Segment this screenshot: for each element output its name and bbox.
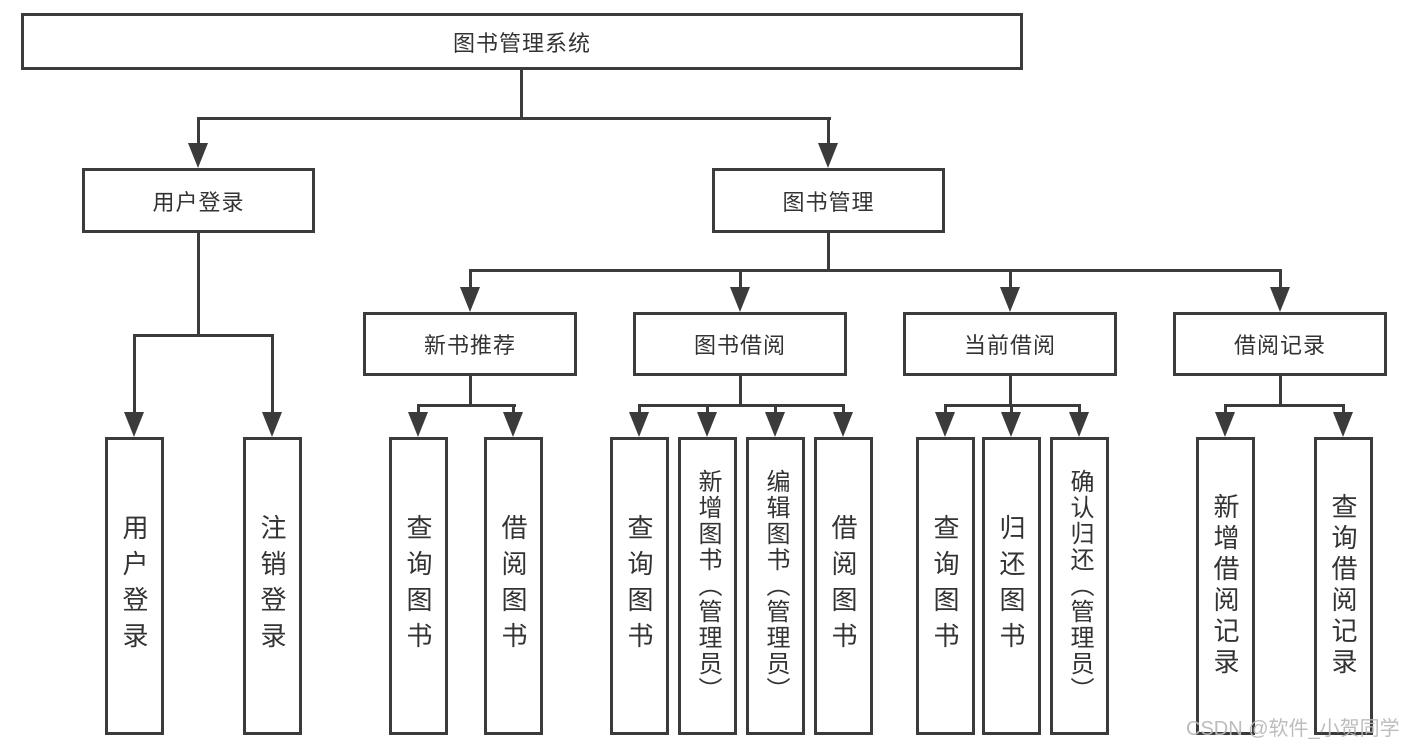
arrowhead-leaf-cur-confirm — [1069, 412, 1089, 437]
leaf-borrowing-query-books: 查询图书 — [610, 437, 669, 735]
arrowhead-leaf-bor-add — [697, 412, 717, 437]
connector-borrowing-stem — [739, 269, 742, 291]
arrowhead-book-mgmt — [818, 143, 838, 168]
arrowhead-leaf-login — [124, 412, 144, 437]
connector-borrowing-branch-stem — [739, 376, 742, 407]
connector-leaf-recadd-stem — [1224, 404, 1227, 416]
leaf-recommend-borrow-books: 借阅图书 — [484, 437, 543, 735]
arrowhead-leaf-bor-edit — [765, 412, 785, 437]
node-book-management-label: 图书管理 — [782, 189, 875, 215]
connector-user-branch-stem — [197, 233, 200, 337]
arrowhead-leaf-recquery — [1333, 412, 1353, 437]
node-book-borrowing-label: 图书借阅 — [693, 333, 786, 358]
node-book-management: 图书管理 — [712, 168, 945, 233]
arrowhead-leaf-rec-query — [408, 412, 428, 437]
connector-borrowing-branch-rail — [638, 404, 845, 407]
connector-leaf-cur-query-stem — [944, 404, 947, 416]
node-current-borrowing-label: 当前借阅 — [963, 333, 1056, 358]
connector-mgmt-stem — [827, 233, 830, 272]
connector-records-branch-stem — [1279, 376, 1282, 407]
node-borrowing-records-label: 借阅记录 — [1233, 333, 1326, 358]
connector-book-mgmt-stem — [827, 117, 830, 145]
leaf-current-confirm-return-admin-label: 确认归还（管理员） — [1066, 469, 1093, 703]
connector-records-stem — [1279, 269, 1282, 291]
leaf-current-confirm-return-admin: 确认归还（管理员） — [1050, 437, 1109, 735]
connector-level3-rail — [469, 269, 1281, 272]
arrowhead-leaf-cur-query — [935, 412, 955, 437]
arrowhead-leaf-recadd — [1215, 412, 1235, 437]
arrowhead-leaf-bor-query — [629, 412, 649, 437]
leaf-logout: 注销登录 — [243, 437, 302, 735]
arrowhead-user-login — [188, 143, 208, 168]
arrowhead-leaf-bor-borrow — [833, 412, 853, 437]
connector-recommend-branch-rail — [417, 404, 516, 407]
connector-leaf-cur-confirm-stem — [1078, 404, 1081, 416]
leaf-borrowing-add-books-admin: 新增图书（管理员） — [678, 437, 737, 735]
node-root-label: 图书管理系统 — [452, 30, 591, 56]
connector-leaf-logout-stem — [271, 334, 274, 414]
connector-user-login-stem — [197, 117, 200, 145]
arrowhead-current — [1000, 287, 1020, 312]
leaf-recommend-query-books-label: 查询图书 — [403, 514, 433, 658]
arrowhead-leaf-cur-return — [1001, 412, 1021, 437]
connector-recommend-branch-stem — [469, 376, 472, 407]
node-book-borrowing: 图书借阅 — [633, 312, 847, 376]
node-borrowing-records: 借阅记录 — [1173, 312, 1387, 376]
connector-root-stem — [520, 69, 523, 120]
leaf-current-query-books-label: 查询图书 — [930, 514, 960, 658]
leaf-records-add-record-label: 新增借阅记录 — [1210, 493, 1240, 679]
arrowhead-leaf-logout — [262, 412, 282, 437]
leaf-borrowing-query-books-label: 查询图书 — [624, 514, 654, 658]
arrowhead-records — [1270, 287, 1290, 312]
leaf-borrowing-edit-books-admin-label: 编辑图书（管理员） — [762, 469, 789, 703]
leaf-recommend-borrow-books-label: 借阅图书 — [498, 514, 528, 658]
connector-leaf-bor-query-stem — [638, 404, 641, 416]
leaf-borrowing-edit-books-admin: 编辑图书（管理员） — [746, 437, 805, 735]
node-current-borrowing: 当前借阅 — [903, 312, 1117, 376]
node-user-login-label: 用户登录 — [152, 189, 245, 215]
leaf-user-login-label: 用户登录 — [119, 514, 149, 658]
arrowhead-leaf-rec-borrow — [503, 412, 523, 437]
connector-leaf-rec-query-stem — [417, 404, 420, 416]
leaf-records-query-record-label: 查询借阅记录 — [1328, 493, 1358, 679]
leaf-recommend-query-books: 查询图书 — [389, 437, 448, 735]
node-new-book-recommend: 新书推荐 — [363, 312, 577, 376]
leaf-borrowing-borrow-books: 借阅图书 — [814, 437, 873, 735]
leaf-logout-label: 注销登录 — [257, 514, 287, 658]
leaf-records-query-record: 查询借阅记录 — [1314, 437, 1373, 735]
leaf-borrowing-borrow-books-label: 借阅图书 — [828, 514, 858, 658]
connector-leaf-recquery-stem — [1342, 404, 1345, 416]
connector-recommend-stem — [469, 269, 472, 291]
leaf-user-login: 用户登录 — [105, 437, 164, 735]
arrowhead-recommend — [460, 287, 480, 312]
connector-leaf-bor-edit-stem — [774, 404, 777, 416]
connector-leaf-bor-add-stem — [706, 404, 709, 416]
node-user-login: 用户登录 — [82, 168, 315, 233]
csdn-watermark: CSDN @软件_小贺同学 — [1186, 718, 1400, 740]
arrowhead-borrowing — [730, 287, 750, 312]
node-new-book-recommend-label: 新书推荐 — [423, 333, 516, 358]
connector-leaf-bor-borrow-stem — [842, 404, 845, 416]
leaf-current-query-books: 查询图书 — [916, 437, 975, 735]
leaf-records-add-record: 新增借阅记录 — [1196, 437, 1255, 735]
leaf-current-return-books-label: 归还图书 — [996, 514, 1026, 658]
connector-leaf-cur-return-stem — [1010, 404, 1013, 416]
connector-current-stem — [1009, 269, 1012, 291]
connector-leaf-rec-borrow-stem — [512, 404, 515, 416]
leaf-borrowing-add-books-admin-label: 新增图书（管理员） — [694, 469, 721, 703]
node-root-library-system: 图书管理系统 — [21, 13, 1023, 70]
leaf-current-return-books: 归还图书 — [982, 437, 1041, 735]
connector-leaf-login-stem — [133, 334, 136, 414]
connector-level2-rail — [197, 117, 831, 120]
connector-current-branch-stem — [1009, 376, 1012, 407]
connector-user-branch-rail — [133, 334, 274, 337]
connector-records-branch-rail — [1224, 404, 1345, 407]
